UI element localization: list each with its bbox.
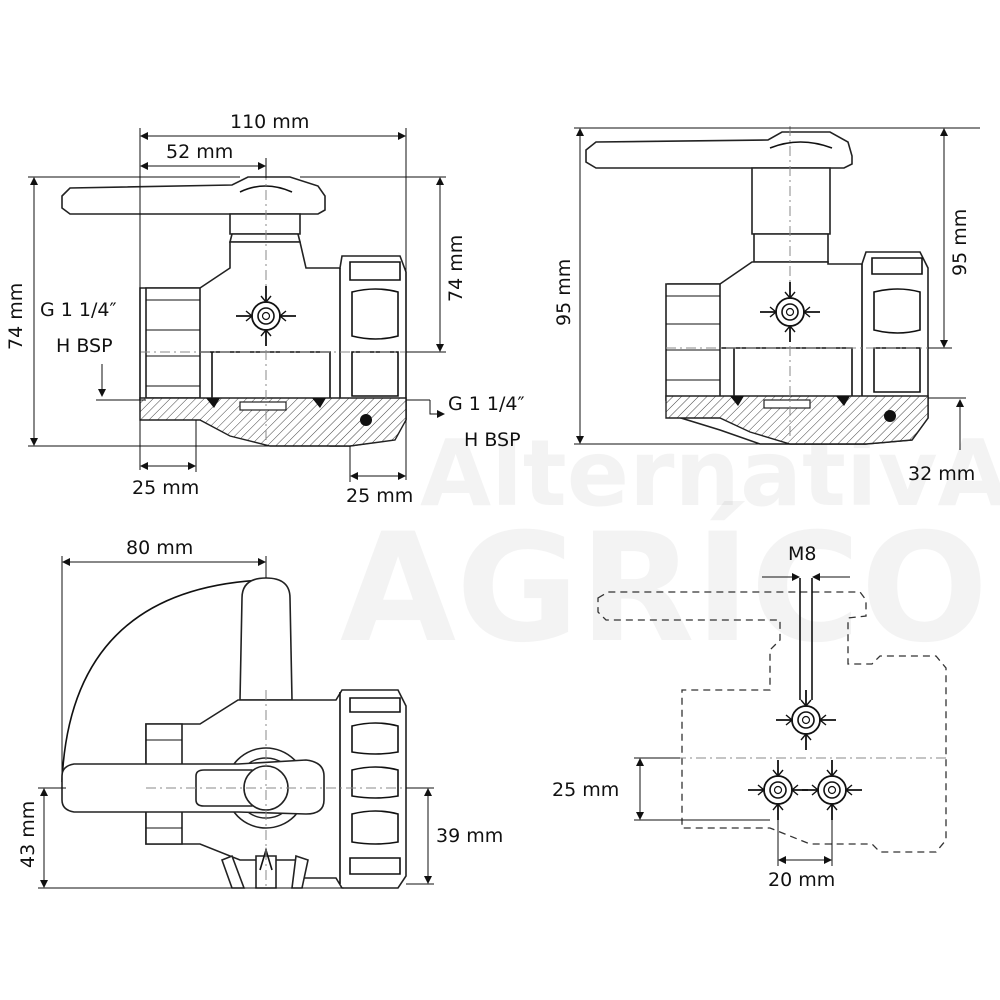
front-view: 110 mm 52 mm 74 mm 74 mm G 1 1/4″ H BSP … — [5, 111, 525, 507]
side-dim-95-left: 95 mm — [553, 259, 575, 326]
front-handle — [61, 176, 326, 215]
mount-right-bolt-icon — [801, 759, 863, 821]
side-handle — [585, 131, 853, 169]
front-thread-left-line1: G 1 1/4″ — [40, 299, 117, 321]
front-dim-52: 52 mm — [166, 141, 233, 163]
front-dim-25-right: 25 mm — [346, 485, 413, 507]
watermark: AlternativA AGRÍCOLA — [340, 420, 1000, 676]
watermark-line2: AGRÍCOLA — [340, 501, 1000, 676]
front-thread-right-line2: H BSP — [464, 429, 521, 451]
side-nut-ribs — [861, 257, 923, 416]
side-dim-32: 32 mm — [908, 463, 975, 485]
front-thread-right-line1: G 1 1/4″ — [448, 393, 525, 415]
top-dim-80: 80 mm — [126, 537, 193, 559]
front-dim-74-right: 74 mm — [445, 235, 467, 302]
top-dim-43: 43 mm — [17, 801, 39, 868]
side-dim-95-right: 95 mm — [949, 209, 971, 276]
mount-dim-m8: M8 — [788, 543, 816, 565]
top-view: 80 mm 43 mm 39 mm — [17, 537, 503, 889]
front-dim-110: 110 mm — [230, 111, 309, 133]
top-dim-39: 39 mm — [436, 825, 503, 847]
mount-top-bolt-icon — [775, 689, 837, 751]
mount-valve-outline-dashed — [597, 591, 947, 853]
front-thread-left-line2: H BSP — [56, 335, 113, 357]
mount-view: M8 25 mm 20 mm — [552, 543, 950, 891]
front-dim-74-left: 74 mm — [5, 283, 27, 350]
mount-dim-25: 25 mm — [552, 779, 619, 801]
mount-dim-20: 20 mm — [768, 869, 835, 891]
top-handle-swing-arc — [61, 579, 263, 783]
side-view: 95 mm 95 mm 32 mm — [553, 126, 980, 485]
mount-left-bolt-icon — [747, 759, 809, 821]
front-dim-25-left: 25 mm — [132, 477, 199, 499]
